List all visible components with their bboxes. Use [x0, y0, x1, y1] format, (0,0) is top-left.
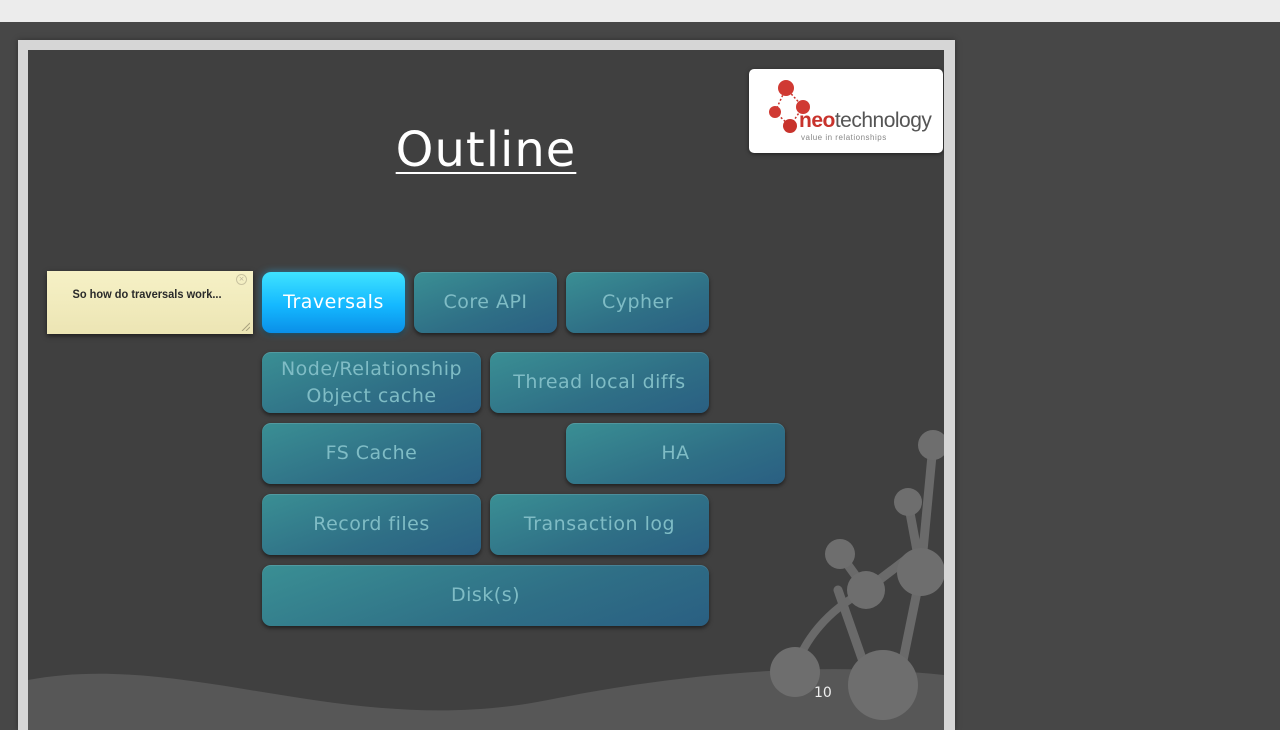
ha-box[interactable]: HA [566, 423, 785, 484]
neotechnology-logo: neotechnology value in relationships [749, 69, 943, 153]
logo-wordmark: neotechnology [799, 109, 932, 132]
molecule-decoration [28, 430, 944, 730]
close-icon[interactable]: × [236, 274, 247, 285]
core-api-box[interactable]: Core API [414, 272, 557, 333]
cypher-box[interactable]: Cypher [566, 272, 709, 333]
object-cache-label-line1: Node/Relationship [280, 357, 463, 380]
record-files-box[interactable]: Record files [262, 494, 481, 555]
page-number: 10 [814, 685, 832, 701]
thread-local-diffs-box[interactable]: Thread local diffs [490, 352, 709, 413]
disks-box[interactable]: Disk(s) [262, 565, 709, 626]
resize-handle-icon[interactable] [240, 321, 250, 331]
traversals-box[interactable]: Traversals [262, 272, 405, 333]
slide: Outline neotechnology value in relations… [28, 50, 944, 730]
transaction-log-box[interactable]: Transaction log [490, 494, 709, 555]
fs-cache-box[interactable]: FS Cache [262, 423, 481, 484]
sticky-note-text: So how do traversals work... [72, 287, 222, 301]
object-cache-label-line2: Object cache [306, 384, 437, 407]
graph-nodes-icon [769, 80, 810, 133]
slide-title: Outline [395, 122, 577, 178]
logo-tagline: value in relationships [801, 133, 887, 142]
sticky-note[interactable]: So how do traversals work... × [47, 271, 253, 334]
window-top-bar [0, 0, 1280, 22]
object-cache-box[interactable]: Node/Relationship Object cache [262, 352, 481, 413]
